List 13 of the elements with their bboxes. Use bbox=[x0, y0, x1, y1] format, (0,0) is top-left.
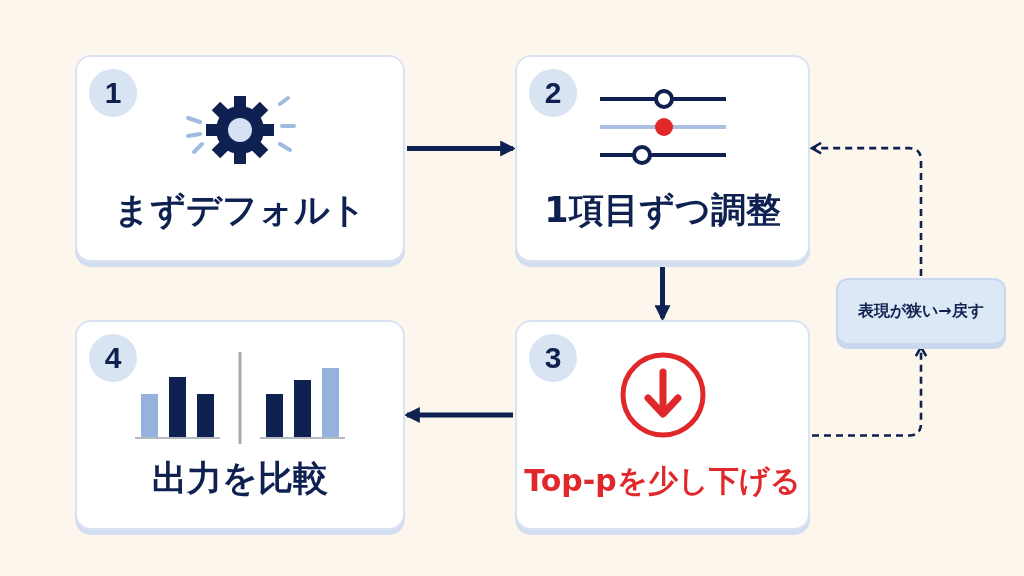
arrow bbox=[407, 140, 517, 157]
arrow bbox=[403, 407, 513, 423]
step-title: まずデフォルト bbox=[114, 189, 366, 232]
step-number: 3 bbox=[529, 334, 577, 382]
arrow bbox=[654, 264, 671, 322]
step-number: 1 bbox=[89, 69, 137, 117]
step-title: 1項目ずつ調整 bbox=[544, 189, 781, 232]
note-text: 表現が狭い→戻す bbox=[858, 301, 984, 322]
step-number: 2 bbox=[529, 69, 577, 117]
step-title: Top-pを少し下げる bbox=[524, 462, 801, 500]
step-title: 出力を比較 bbox=[152, 457, 328, 500]
arrow bbox=[810, 141, 923, 276]
step-number: 4 bbox=[89, 334, 137, 382]
